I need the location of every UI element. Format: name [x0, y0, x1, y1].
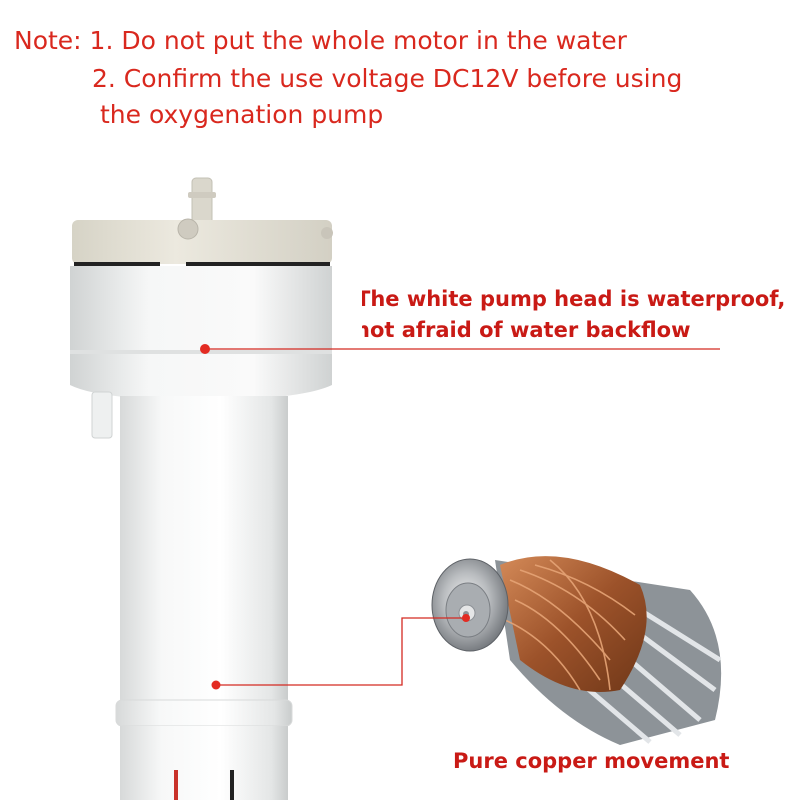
copper-armature-photo	[431, 556, 722, 745]
note-line-1: Note: 1. Do not put the whole motor in t…	[14, 26, 627, 55]
pump-head-callout-line-2: not afraid of water backflow	[355, 318, 691, 342]
leader-lines	[200, 344, 720, 690]
note-line-2: 2. Confirm the use voltage DC12V before …	[92, 64, 683, 93]
pump-head-callout-line-1: The white pump head is waterproof,	[356, 287, 786, 311]
note-line-3: the oxygenation pump	[100, 100, 384, 129]
pump-photo	[70, 177, 333, 800]
copper-movement-callout: Pure copper movement	[453, 749, 730, 773]
